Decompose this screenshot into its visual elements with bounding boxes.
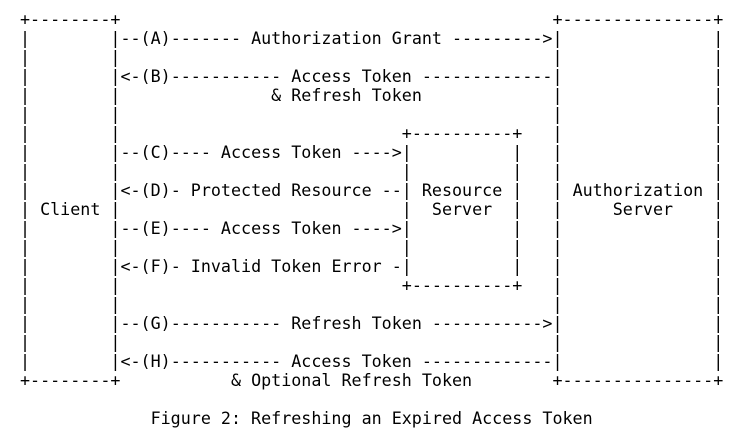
figure-caption: Figure 2: Refreshing an Expired Access T… <box>150 408 593 428</box>
oauth-token-refresh-ascii-diagram: +--------+ +---------------+ | |--(A)---… <box>20 9 724 390</box>
